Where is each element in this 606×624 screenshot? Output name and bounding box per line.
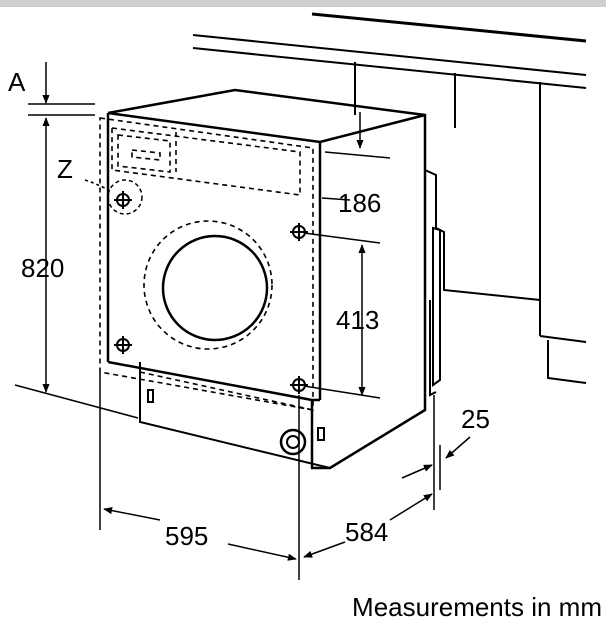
label-door-spacing: 413 — [336, 305, 379, 335]
z-leader — [84, 179, 113, 193]
label-z: Z — [57, 154, 73, 184]
label-width: 595 — [165, 521, 208, 551]
label-depth: 584 — [345, 517, 388, 547]
dashed-outlines — [99, 117, 314, 411]
label-height: 820 — [21, 253, 64, 283]
units-caption: Measurements in mm — [352, 592, 602, 622]
top-gray-bar — [0, 0, 606, 7]
cabinet-outline — [354, 62, 587, 397]
label-a: A — [8, 67, 26, 97]
countertop-lines — [192, 12, 587, 89]
dimension-lines — [14, 62, 471, 580]
base-details — [147, 389, 325, 456]
washing-machine — [106, 88, 427, 470]
label-gap: 25 — [461, 404, 490, 434]
mounting-points — [107, 179, 308, 394]
door-porthole — [161, 234, 269, 342]
label-top-panel: 186 — [338, 188, 381, 218]
